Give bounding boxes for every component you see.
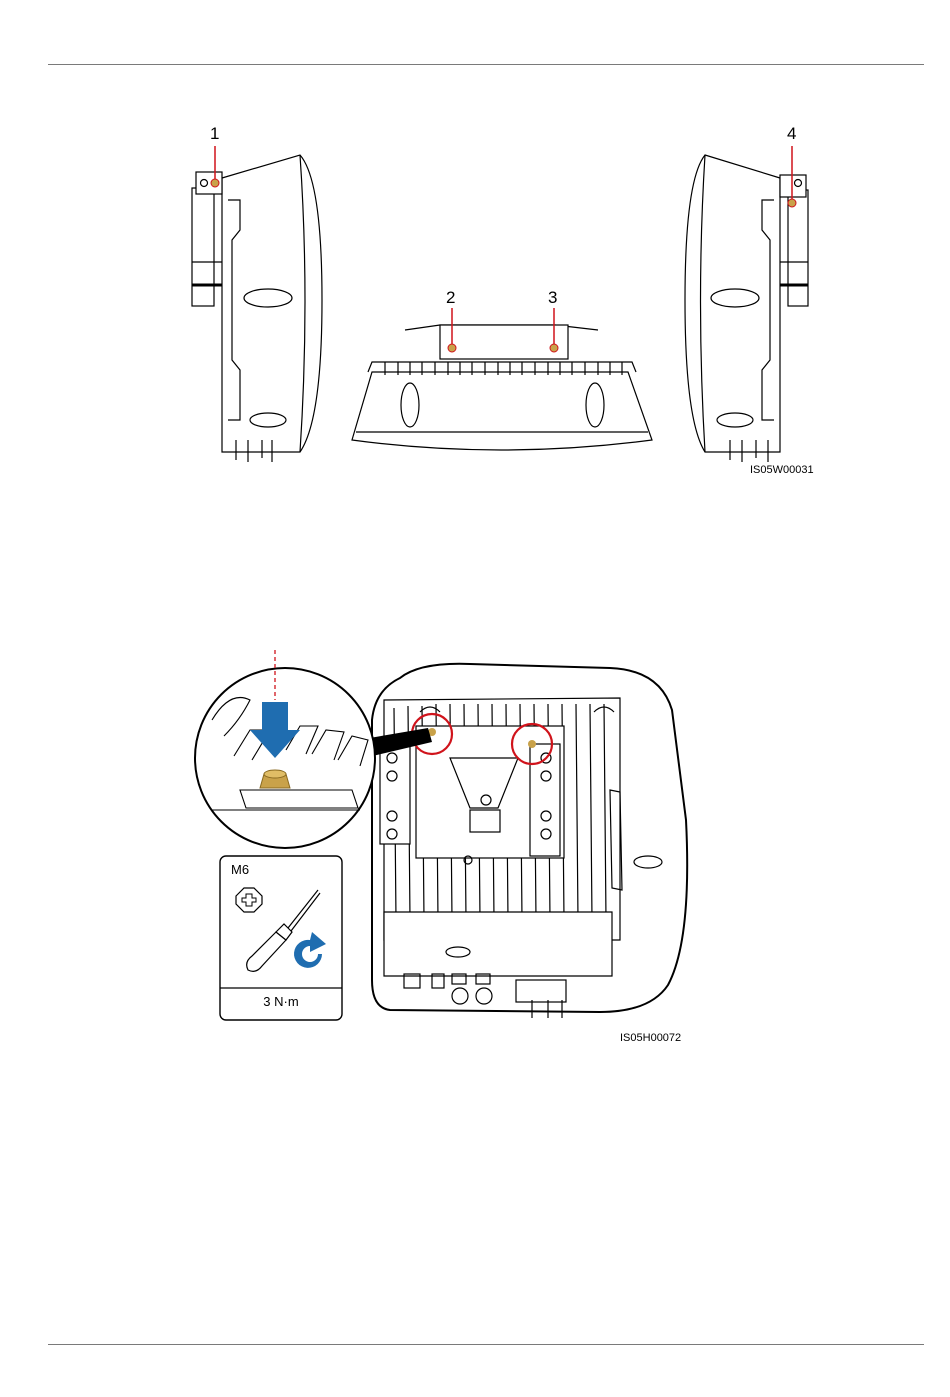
- figure-id-1: IS05W00031: [750, 464, 814, 476]
- figure-side-top-views: [0, 0, 950, 500]
- callout-label-4: 4: [787, 124, 796, 144]
- screw-point-3: [550, 344, 558, 352]
- callout-label-3: 3: [548, 288, 557, 308]
- footer-rule: [48, 1344, 924, 1345]
- torque-label: 3 N·m: [220, 994, 342, 1009]
- left-side-view: [192, 155, 322, 462]
- callout-label-1: 1: [210, 124, 219, 144]
- figure-id-2: IS05H00072: [620, 1032, 681, 1044]
- bolt-spec-label: M6: [231, 862, 249, 877]
- figure-bolt-installation: [0, 640, 950, 1060]
- bolt-point-right: [528, 740, 536, 748]
- top-view: [352, 325, 652, 450]
- screw-point-2: [448, 344, 456, 352]
- zoom-detail: [195, 650, 375, 848]
- inverter-back-view: [372, 664, 687, 1018]
- screw-point-4: [788, 199, 796, 207]
- screw-point-1: [211, 179, 219, 187]
- callout-label-2: 2: [446, 288, 455, 308]
